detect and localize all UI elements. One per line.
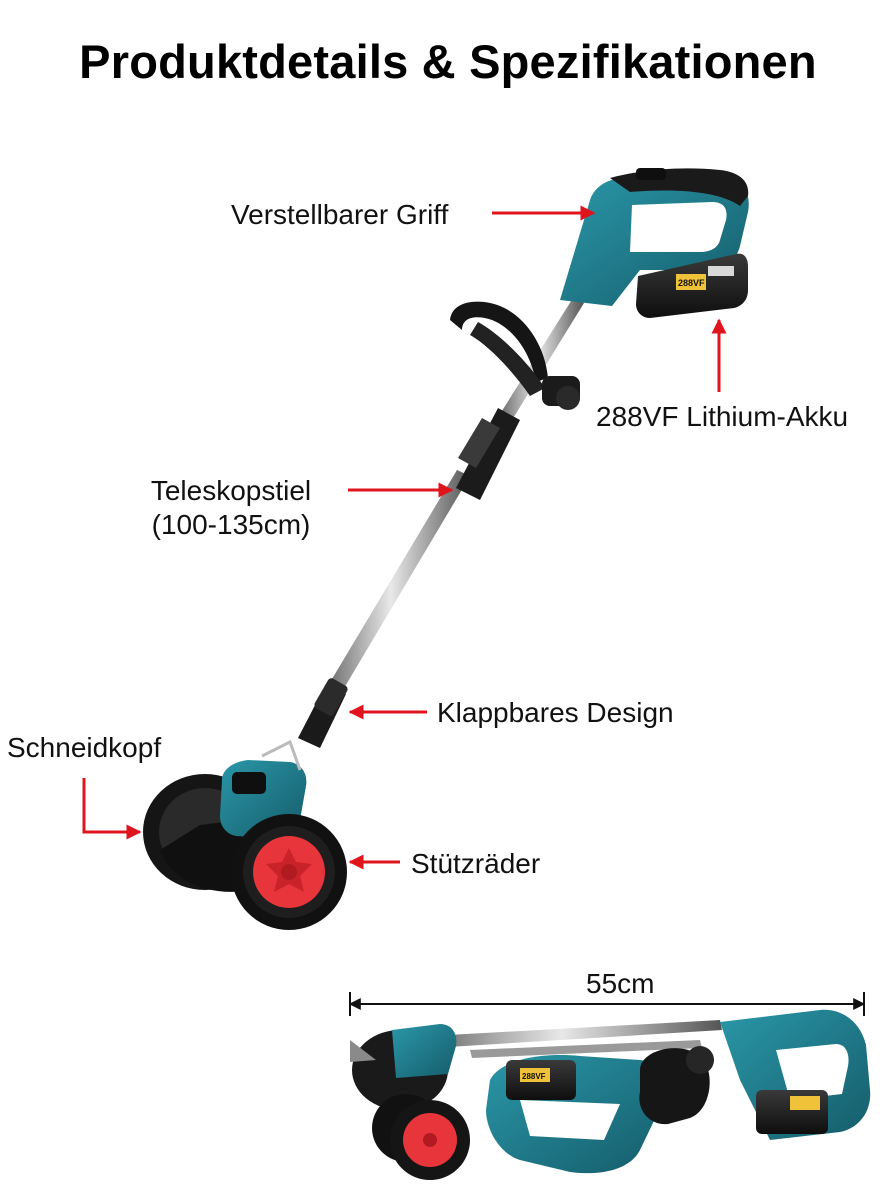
lower-pole <box>326 470 470 695</box>
telescopic-lock <box>456 408 520 500</box>
label-telescopic-pole-line1: Teleskopstiel <box>150 475 312 506</box>
callout-arrows <box>82 205 727 870</box>
label-folding-design: Klappbares Design <box>437 697 674 728</box>
support-wheel <box>231 814 347 930</box>
label-folded-length: 55cm <box>586 968 655 999</box>
label-telescopic-pole-line2: (100-135cm) <box>151 509 311 540</box>
battery-pack: 288VF <box>636 253 748 318</box>
upright-trimmer: 288VF <box>143 168 749 930</box>
label-battery: 288VF Lithium-Akku <box>596 401 849 432</box>
folded-view: 288VF <box>348 992 871 1180</box>
label-adjustable-handle: Verstellbarer Griff <box>231 199 449 230</box>
label-telescopic-pole: Teleskopstiel (100-135cm) <box>136 474 326 542</box>
folded-battery-badge-text: 288VF <box>522 1072 546 1081</box>
page-title: Produktdetails & Spezifikationen <box>79 35 817 88</box>
battery-badge-text: 288VF <box>678 278 705 288</box>
auxiliary-handle <box>450 301 580 410</box>
label-cutting-head: Schneidkopf <box>7 732 162 763</box>
arrow-cutting-head <box>82 778 142 840</box>
main-handle <box>560 168 749 306</box>
label-support-wheels: Stützräder <box>411 848 541 879</box>
